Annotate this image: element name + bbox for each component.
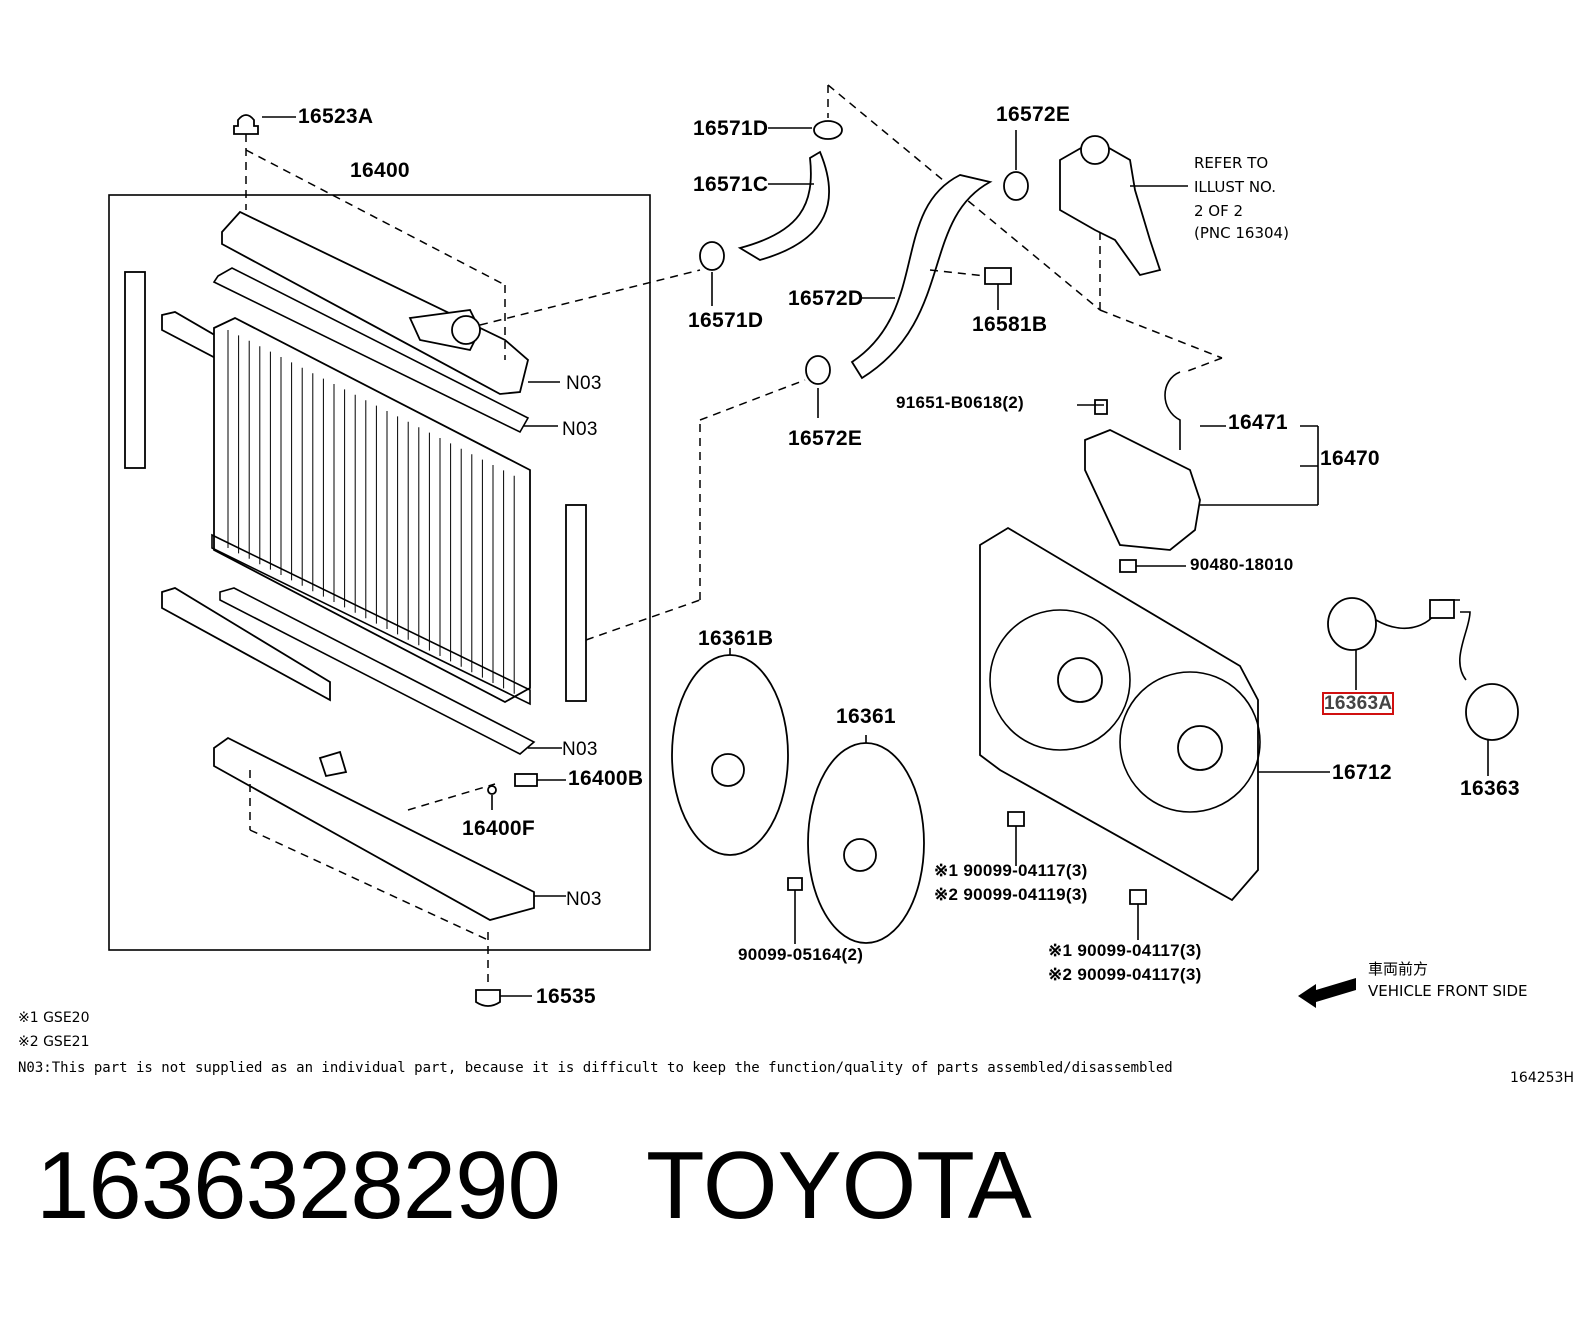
label-16572D: 16572D: [788, 287, 864, 310]
lower-gasket: [219, 587, 536, 755]
upper-gasket: [212, 267, 530, 434]
fan-shroud: [979, 526, 1330, 902]
label-bolt-mid-gse20: ※1 90099-04117(3): [934, 861, 1088, 880]
label-16470: 16470: [1320, 447, 1380, 470]
label-16572E-top: 16572E: [996, 103, 1071, 126]
label-16523A: 16523A: [298, 105, 374, 128]
note-gse20: ※1 GSE20: [18, 1010, 90, 1026]
left-side-seal: [124, 271, 146, 469]
refer-note-line2: ILLUST NO.: [1194, 178, 1277, 196]
refer-note-line1: REFER TO: [1194, 154, 1269, 172]
label-N03-1: N03: [566, 373, 602, 394]
label-16571D-bottom: 16571D: [688, 309, 764, 332]
label-N03-4: N03: [566, 889, 602, 910]
label-90480-18010: 90480-18010: [1190, 555, 1294, 574]
label-16361B: 16361B: [698, 627, 774, 650]
label-16712: 16712: [1332, 761, 1392, 784]
water-outlet-housing: [1059, 135, 1188, 277]
upper-tank: [221, 149, 701, 395]
caption-brand: TOYOTA: [646, 1132, 1032, 1239]
label-N03-3: N03: [562, 739, 598, 760]
fan-motor-16363: [1459, 611, 1519, 776]
illustration-id: 164253H: [1510, 1070, 1574, 1086]
label-16572E-bottom: 16572E: [788, 427, 863, 450]
label-16571C: 16571C: [693, 173, 769, 196]
reservoir-tank: [1077, 309, 1319, 573]
radiator-clip: [233, 114, 296, 210]
note-n03: N03:This part is not supplied as an indi…: [18, 1060, 1173, 1076]
lower-cushion: [475, 932, 532, 1007]
vehicle-front-en: VEHICLE FRONT SIDE: [1368, 982, 1528, 1000]
refer-note-line4: (PNC 16304): [1194, 224, 1289, 242]
fan-nut: [787, 877, 803, 944]
right-side-seal: [565, 504, 587, 702]
upper-hose-group: [699, 84, 1101, 418]
label-16363: 16363: [1460, 777, 1520, 800]
label-91651-B0618: 91651-B0618(2): [896, 393, 1025, 412]
label-90099-05164: 90099-05164(2): [738, 945, 864, 964]
vehicle-front-jp: 車両前方: [1368, 960, 1429, 978]
fan-16361: [807, 735, 925, 944]
label-16363A-highlighted: 16363A: [1321, 692, 1395, 715]
label-16400: 16400: [350, 159, 410, 182]
shroud-bolt-low: [1129, 889, 1147, 940]
caption-part-number: 1636328290: [36, 1132, 561, 1239]
note-gse21: ※2 GSE21: [18, 1034, 90, 1050]
drain-plug: [487, 773, 566, 810]
label-16400B: 16400B: [568, 767, 644, 790]
fan-16361B: [671, 648, 789, 856]
label-bolt-low-gse21: ※2 90099-04117(3): [1048, 965, 1202, 984]
label-16581B: 16581B: [972, 313, 1048, 336]
bottom-seal: [161, 587, 331, 702]
label-16400F: 16400F: [462, 817, 536, 840]
shroud-bolt-mid: [1007, 811, 1025, 866]
label-bolt-mid-gse21: ※2 90099-04119(3): [934, 885, 1088, 904]
label-bolt-low-gse20: ※1 90099-04117(3): [1048, 941, 1202, 960]
lower-tank: [213, 736, 566, 941]
label-16361: 16361: [836, 705, 896, 728]
label-16535: 16535: [536, 985, 596, 1008]
label-N03-2: N03: [562, 419, 598, 440]
label-16471: 16471: [1228, 411, 1288, 434]
vehicle-front-arrow: [1298, 978, 1356, 1008]
label-16571D-top: 16571D: [693, 117, 769, 140]
fan-motor-16363A: [1327, 597, 1460, 690]
radiator-core: [211, 316, 531, 706]
radiator-assembly-box: [108, 194, 651, 951]
refer-note-line3: 2 OF 2: [1194, 202, 1244, 220]
